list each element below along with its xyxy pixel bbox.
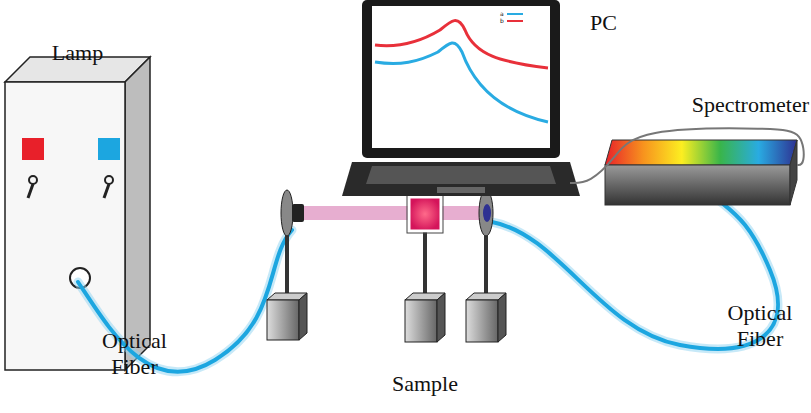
part-name: PC [590,10,650,36]
sample-box: Sample [407,195,443,233]
sample-holder [405,195,445,342]
part-name: Lamp [5,40,150,66]
legend-text: b [500,17,504,24]
part-name: Spectrometer [687,92,809,118]
chart-legend: ab [500,10,523,24]
legend-swatch [507,20,523,22]
laptop [342,0,580,196]
usb-cable [570,128,804,183]
part-label: Optical Fiber [712,300,808,352]
part-label: Optical Fiber [82,328,187,380]
lamp-housing [5,57,150,370]
optical-fiber [78,190,778,372]
light-beam [300,206,482,220]
part-name: Sample [365,371,485,397]
spectrometer-box [605,140,797,205]
spectrometer-box: Spectrometer [605,140,797,206]
legend-text: a [500,10,504,17]
collimator-mount [466,190,506,342]
legend-row: a [500,10,523,17]
collimator-mount [267,190,307,340]
pc-box: PC [355,0,570,200]
legend-swatch [507,13,523,15]
legend-row: b [500,17,523,24]
lamp-box: Lamp [5,82,150,370]
